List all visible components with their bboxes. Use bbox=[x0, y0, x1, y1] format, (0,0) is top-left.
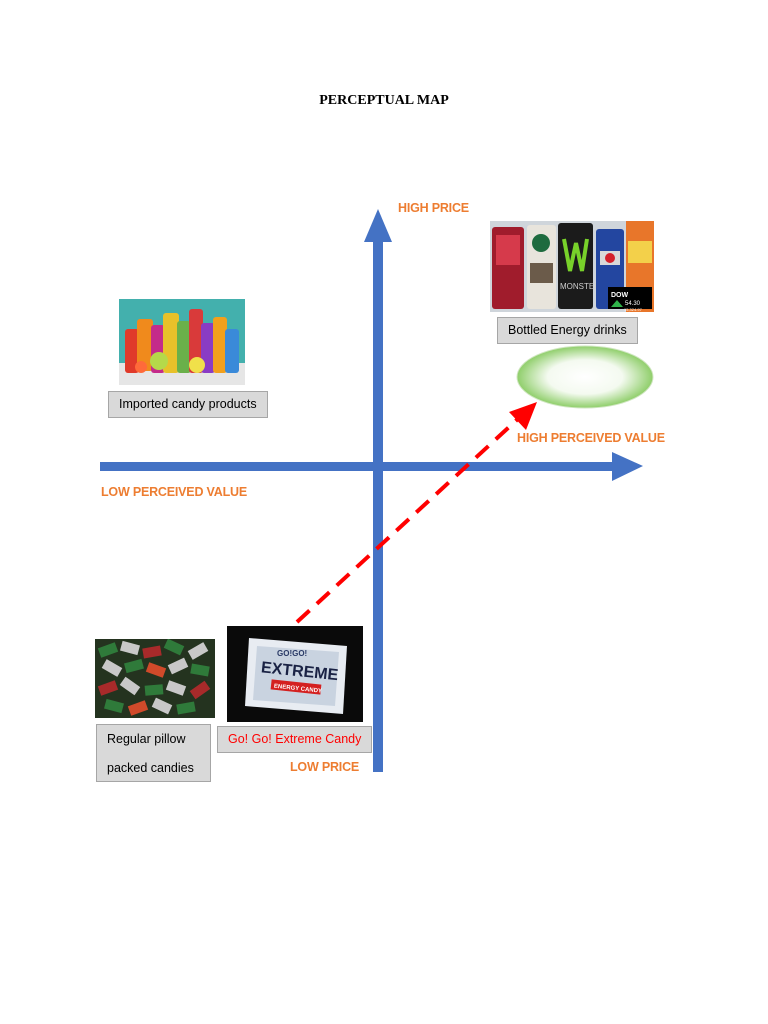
energy-drinks-caption: Bottled Energy drinks bbox=[497, 317, 638, 344]
can-brand-text: MONSTER bbox=[560, 282, 600, 291]
regular-candy-caption: Regular pillow packed candies bbox=[96, 724, 211, 782]
price-axis bbox=[373, 236, 383, 772]
candy-sub: ENERGY CANDY bbox=[274, 684, 323, 695]
repositioning-arrow bbox=[295, 415, 522, 624]
target-position-oval bbox=[516, 345, 654, 409]
go-go-extreme-photo: GO!GO! EXTREME ENERGY CANDY bbox=[227, 626, 363, 722]
imported-candy-photo bbox=[119, 299, 245, 385]
energy-drinks-photo: MONSTER DOW 54.30 15,324.97 bbox=[490, 221, 654, 312]
page-title: PERCEPTUAL MAP bbox=[319, 93, 449, 108]
imported-candy-caption: Imported candy products bbox=[108, 391, 268, 418]
ticker-label: DOW bbox=[611, 292, 629, 299]
regular-candy-caption-line1: Regular pillow bbox=[107, 732, 186, 746]
candy-brand-top: GO!GO! bbox=[277, 649, 307, 658]
ticker-sub: 15,324.97 bbox=[624, 307, 643, 312]
low-perceived-value-label: LOW PERCEIVED VALUE bbox=[101, 485, 247, 499]
high-price-label: HIGH PRICE bbox=[398, 201, 469, 215]
ticker-value: 54.30 bbox=[625, 301, 641, 307]
low-price-label: LOW PRICE bbox=[290, 760, 360, 774]
go-go-extreme-caption: Go! Go! Extreme Candy bbox=[217, 726, 373, 753]
regular-candy-photo bbox=[95, 639, 215, 718]
value-axis-arrowhead bbox=[612, 452, 643, 481]
high-perceived-value-label: HIGH PERCEIVED VALUE bbox=[517, 431, 665, 445]
regular-candy-caption-line2: packed candies bbox=[107, 761, 194, 775]
price-axis-arrowhead bbox=[364, 209, 392, 242]
value-axis bbox=[100, 462, 620, 471]
repositioning-arrowhead bbox=[509, 402, 537, 430]
